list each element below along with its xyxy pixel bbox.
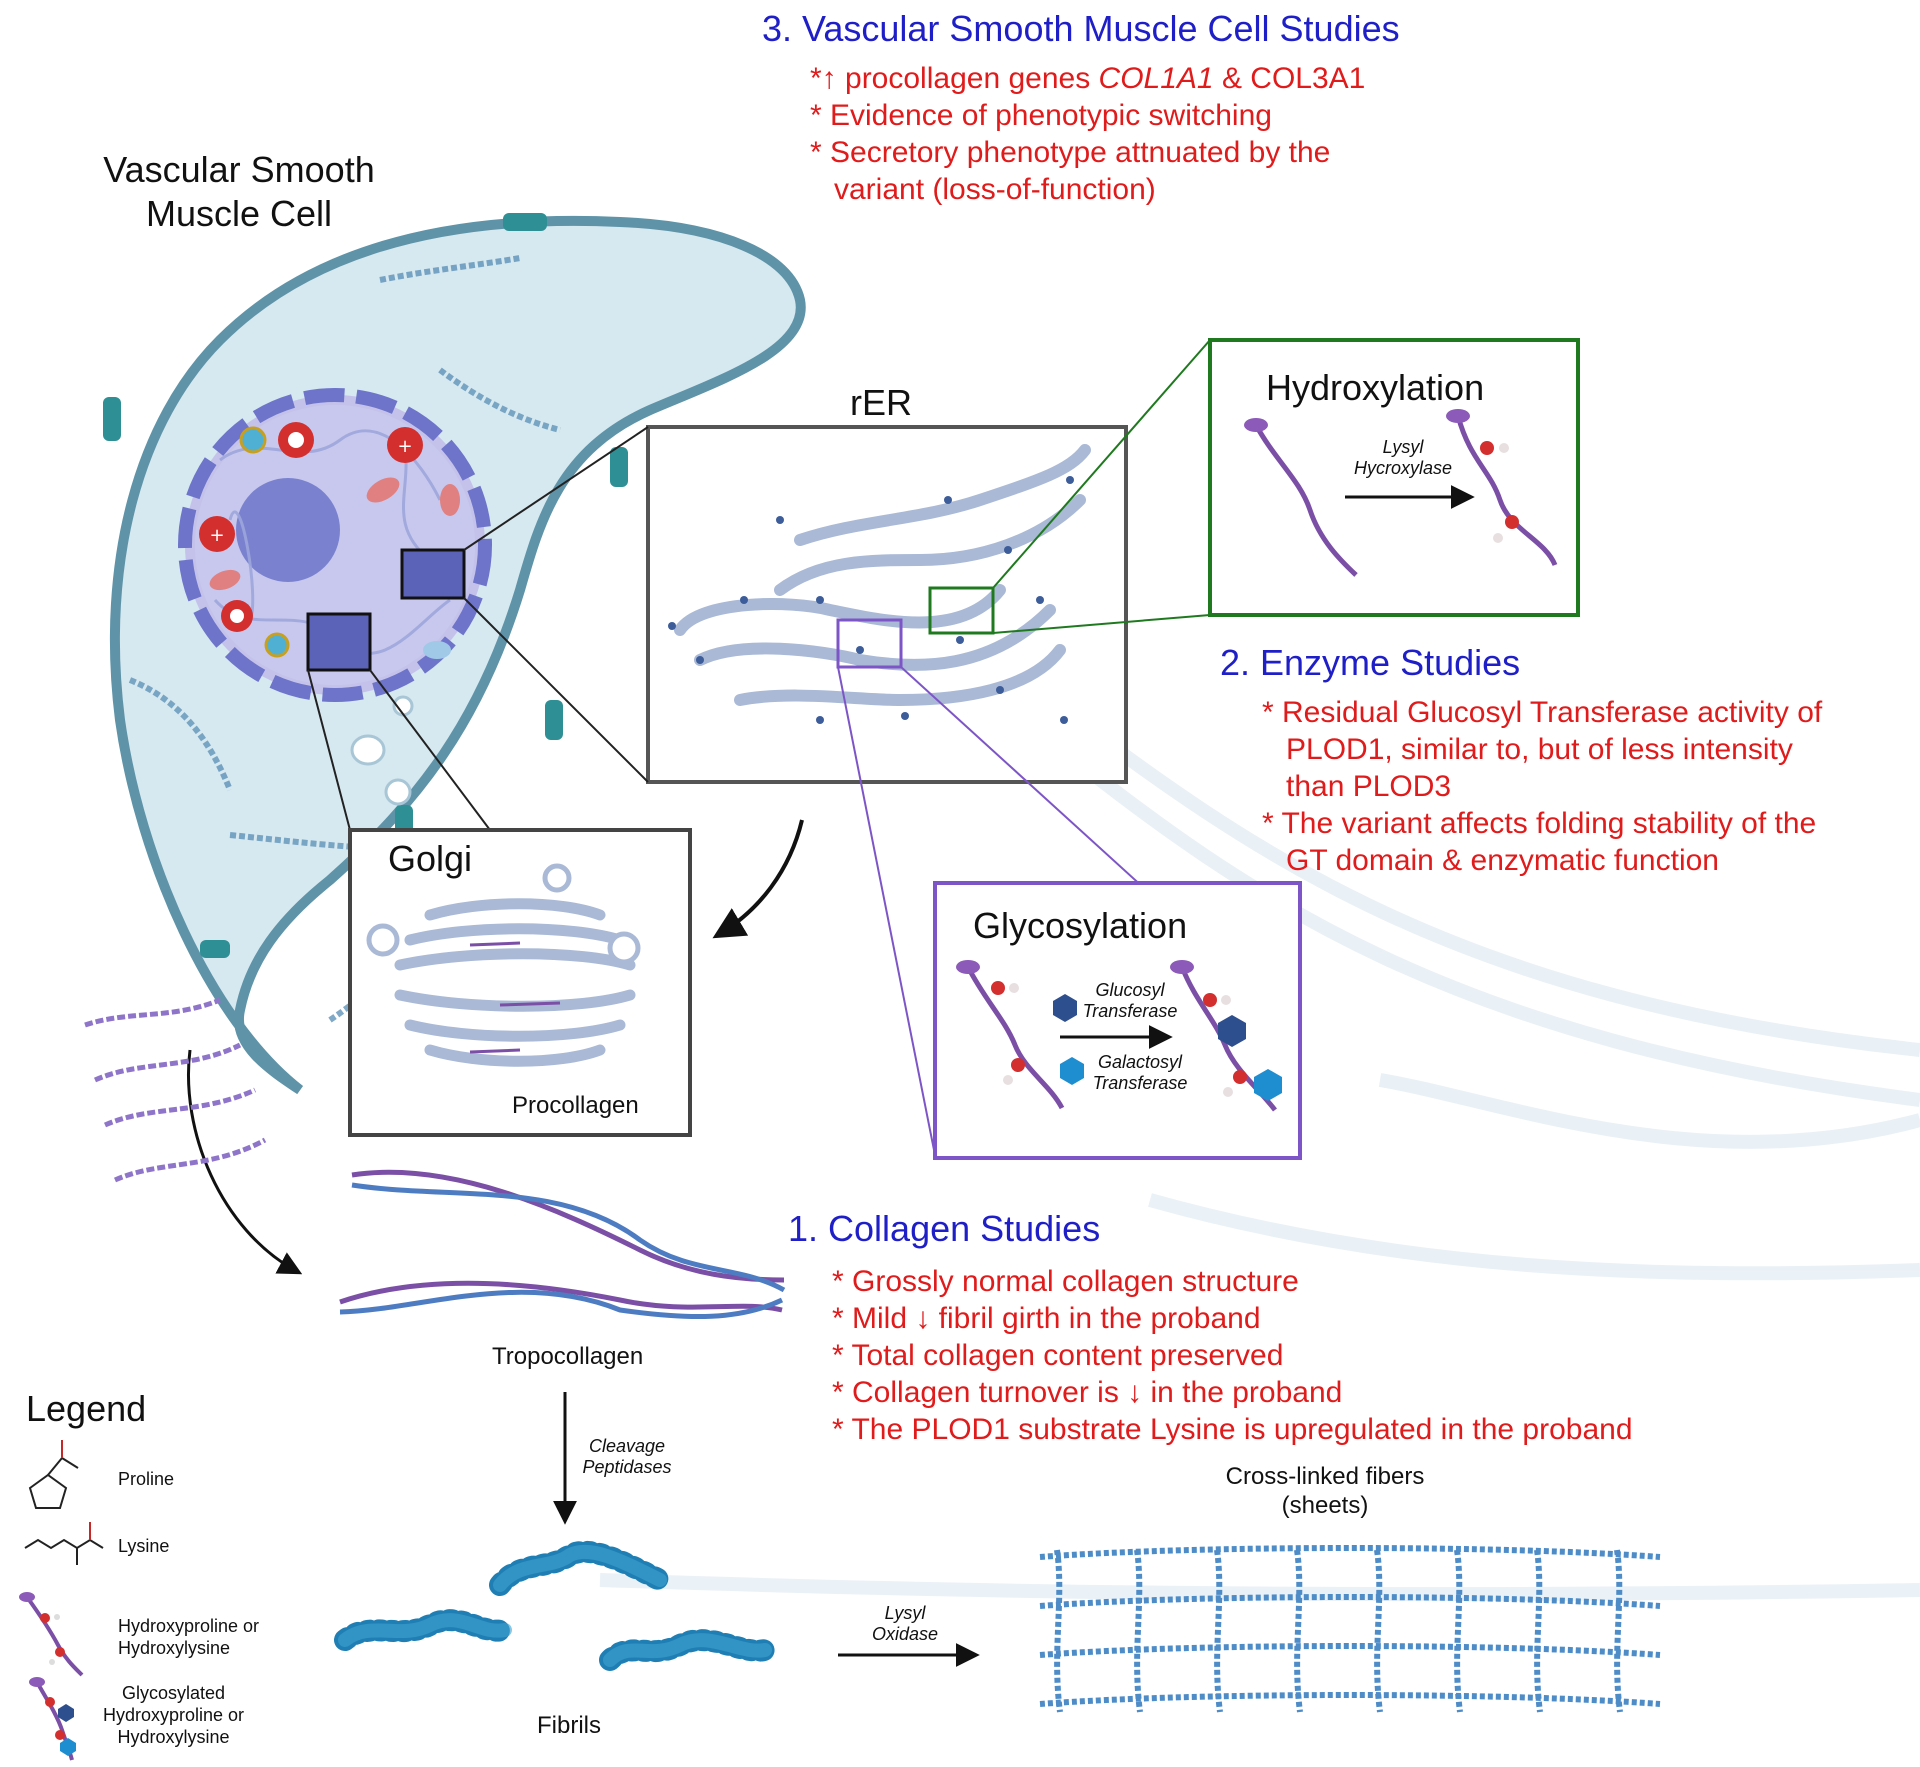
galactosyl-transferase-line2: Transferase	[1092, 1073, 1188, 1093]
legend-hydroxy-line2: Hydroxylysine	[118, 1638, 231, 1658]
legend-title: Legend	[26, 1388, 147, 1429]
lysyl-hydroxylase-label: Lysyl Hycroxylase	[1348, 437, 1458, 479]
cleavage-line1: Cleavage	[588, 1436, 666, 1456]
galactosyl-transferase-label: Galactosyl Transferase	[1085, 1052, 1195, 1094]
nucleolus	[236, 478, 340, 582]
cell-title-line2: Muscle Cell	[145, 193, 333, 234]
glycosylated-residue-icon	[29, 1677, 76, 1761]
glycosylation-title: Glycosylation	[973, 905, 1188, 946]
legend-glycosylated: Glycosylated Hydroxyproline or Hydroxyly…	[103, 1682, 244, 1748]
proline-icon	[28, 1473, 68, 1509]
glucosyl-transferase-line2: Transferase	[1082, 1001, 1178, 1021]
vsmc-finding-procollagen-pre: *↑ procollagen genes	[810, 62, 1099, 95]
cleavage-line2: Peptidases	[582, 1457, 672, 1477]
tropocollagen-label: Tropocollagen	[492, 1343, 644, 1370]
cleavage-peptidases-label: Cleavage Peptidases	[572, 1436, 682, 1478]
lysyl-oxidase-label: Lysyl Oxidase	[850, 1603, 960, 1645]
membrane-channel	[545, 700, 563, 740]
glucosyl-transferase-line1: Glucosyl	[1095, 980, 1165, 1000]
golgi-title: Golgi	[388, 838, 473, 879]
vsmc-finding-secretory: * Secretory phenotype attnuated by the	[810, 136, 1331, 169]
enzyme-finding-residual-cont1: PLOD1, similar to, but of less intensity	[1286, 733, 1793, 766]
enzyme-finding-residual-cont2: than PLOD3	[1286, 770, 1452, 803]
connector-lines	[307, 426, 649, 831]
procollagen-label: Procollagen	[512, 1092, 639, 1119]
collagen-finding-content: * Total collagen content preserved	[832, 1339, 1284, 1372]
legend-hydroxylated: Hydroxyproline or Hydroxylysine	[118, 1615, 259, 1659]
collagen-finding-turnover: * Collagen turnover is ↓ in the proband	[832, 1376, 1343, 1409]
secretion-arrow	[187, 1049, 303, 1275]
hydroxylated-residue-icon	[19, 1592, 84, 1677]
membrane-channel	[610, 447, 628, 487]
enzyme-finding-variant: * The variant affects folding stability …	[1262, 807, 1817, 840]
lysyl-oxidase-line2: Oxidase	[871, 1624, 939, 1644]
golgi-highlight	[306, 612, 372, 672]
glycosylation-panel	[933, 881, 1302, 1160]
rer-label: rER	[850, 382, 912, 423]
legend-proline: Proline	[118, 1469, 175, 1489]
galactosyl-transferase-line1: Galactosyl	[1097, 1052, 1183, 1072]
golgi-panel	[348, 828, 692, 1137]
vsmc-studies-title: 3. Vascular Smooth Muscle Cell Studies	[762, 8, 1400, 49]
organelles: + +	[199, 422, 460, 659]
vsmc-finding-procollagen-post: & COL3A1	[1213, 62, 1366, 95]
tropocollagen	[339, 1169, 786, 1320]
vsmc-finding-switching: * Evidence of phenotypic switching	[810, 99, 1272, 132]
collagen-studies-title: 1. Collagen Studies	[788, 1208, 1101, 1249]
lysine-icon	[24, 1538, 104, 1550]
hydroxylation-box	[1208, 338, 1580, 617]
lysyl-oxidase-line1: Lysyl	[884, 1603, 926, 1623]
rer-to-golgi-arrow	[712, 819, 804, 939]
vsmc-finding-procollagen: *↑ procollagen genes COL1A1 & COL3A1	[810, 60, 1365, 97]
enzyme-studies-title: 2. Enzyme Studies	[1220, 642, 1521, 683]
secreted-procollagen	[84, 997, 267, 1183]
lysyl-hydroxylase-line2: Hycroxylase	[1353, 458, 1453, 478]
collagen-finding-structure: * Grossly normal collagen structure	[832, 1265, 1299, 1298]
rer-glycosylation-highlight	[836, 618, 903, 669]
gene-col1a1: COL1A1	[1098, 62, 1214, 95]
collagen-finding-lysine: * The PLOD1 substrate Lysine is upregula…	[832, 1413, 1633, 1446]
hydroxylation-panel	[1208, 338, 1580, 617]
svg-text:+: +	[397, 436, 412, 457]
fibrils-core	[338, 1544, 772, 1667]
golgi-box	[348, 828, 692, 1137]
legend-lysine: Lysine	[118, 1536, 170, 1556]
membrane-channel	[503, 213, 547, 231]
legend-glyco-line3: Hydroxylysine	[117, 1727, 230, 1747]
crosslinked-fibers-label: Cross-linked fibers (sheets)	[1180, 1462, 1470, 1520]
rer-hydroxylation-highlight	[928, 586, 995, 635]
smooth-muscle-cell: + +	[103, 213, 806, 1095]
membrane-channel	[103, 397, 121, 441]
cell-title-line1: Vascular Smooth	[103, 149, 375, 190]
enzyme-finding-residual: * Residual Glucosyl Transferase activity…	[1262, 696, 1823, 729]
legend-glyco-line1: Glycosylated	[122, 1683, 226, 1703]
enzyme-finding-variant-cont: GT domain & enzymatic function	[1286, 844, 1719, 877]
rer-panel	[646, 425, 1128, 784]
crosslinked-line1: Cross-linked fibers	[1225, 1463, 1425, 1490]
crosslinked-fibers	[1039, 1545, 1661, 1713]
glucosyl-transferase-label: Glucosyl Transferase	[1075, 980, 1185, 1022]
membrane-channel	[200, 940, 230, 958]
hydroxylation-title: Hydroxylation	[1266, 367, 1485, 408]
cell-title: Vascular Smooth Muscle Cell	[80, 148, 398, 236]
fibrils-label: Fibrils	[537, 1712, 601, 1739]
rer-highlight	[400, 548, 466, 600]
collagen-finding-girth: * Mild ↓ fibril girth in the proband	[832, 1302, 1261, 1335]
legend-icons	[19, 1440, 104, 1761]
vsmc-finding-secretory-cont: variant (loss-of-function)	[834, 173, 1156, 206]
crosslinked-line2: (sheets)	[1281, 1492, 1369, 1519]
legend-glyco-line2: Hydroxyproline or	[103, 1705, 245, 1725]
legend-hydroxy-line1: Hydroxyproline or	[118, 1616, 260, 1636]
vesicle	[384, 778, 412, 806]
svg-text:+: +	[209, 525, 224, 546]
vesicle	[350, 734, 386, 766]
lysyl-hydroxylase-line1: Lysyl	[1382, 437, 1424, 457]
